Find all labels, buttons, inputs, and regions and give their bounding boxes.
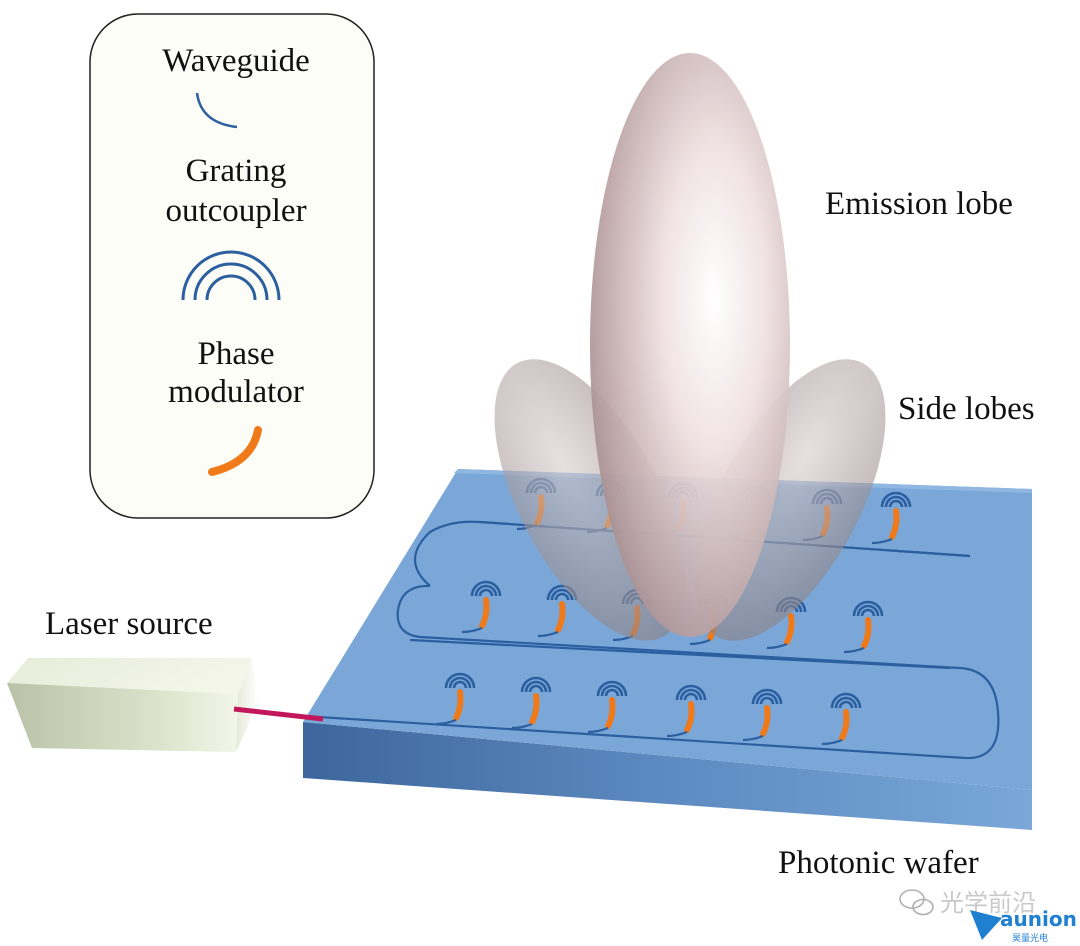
waveguide-icon <box>195 92 238 129</box>
laser-source <box>7 658 324 752</box>
watermark-brand-sub: 昊量光电 <box>1012 932 1048 944</box>
wechat-icon <box>899 889 934 916</box>
legend-grating-label-line1: Grating <box>186 153 287 189</box>
legend-phase-label-line2: modulator <box>168 374 304 410</box>
watermark-channel-name: 光学前沿 <box>940 889 1036 917</box>
photonic-wafer-label: Photonic wafer <box>778 845 979 881</box>
aunion-logo-icon <box>970 910 1002 940</box>
legend-phase-label-line1: Phase <box>198 336 275 372</box>
legend-grating-label-line2: outcoupler <box>165 193 306 229</box>
emission-lobe <box>590 53 790 637</box>
legend-panel: Waveguide Grating outcoupler Phase modul… <box>89 13 375 519</box>
legend-waveguide-label: Waveguide <box>162 43 310 79</box>
grating-outcoupler-icon <box>181 250 281 301</box>
laser-fiber <box>233 706 324 722</box>
laser-source-label: Laser source <box>45 606 213 642</box>
watermark-brand: aunion <box>1000 907 1077 931</box>
phase-modulator-icon <box>208 426 262 476</box>
watermark: 光学前沿 aunion 昊量光电 <box>899 889 1077 944</box>
side-lobes-label: Side lobes <box>898 391 1035 427</box>
emission-lobe-label: Emission lobe <box>825 186 1013 222</box>
